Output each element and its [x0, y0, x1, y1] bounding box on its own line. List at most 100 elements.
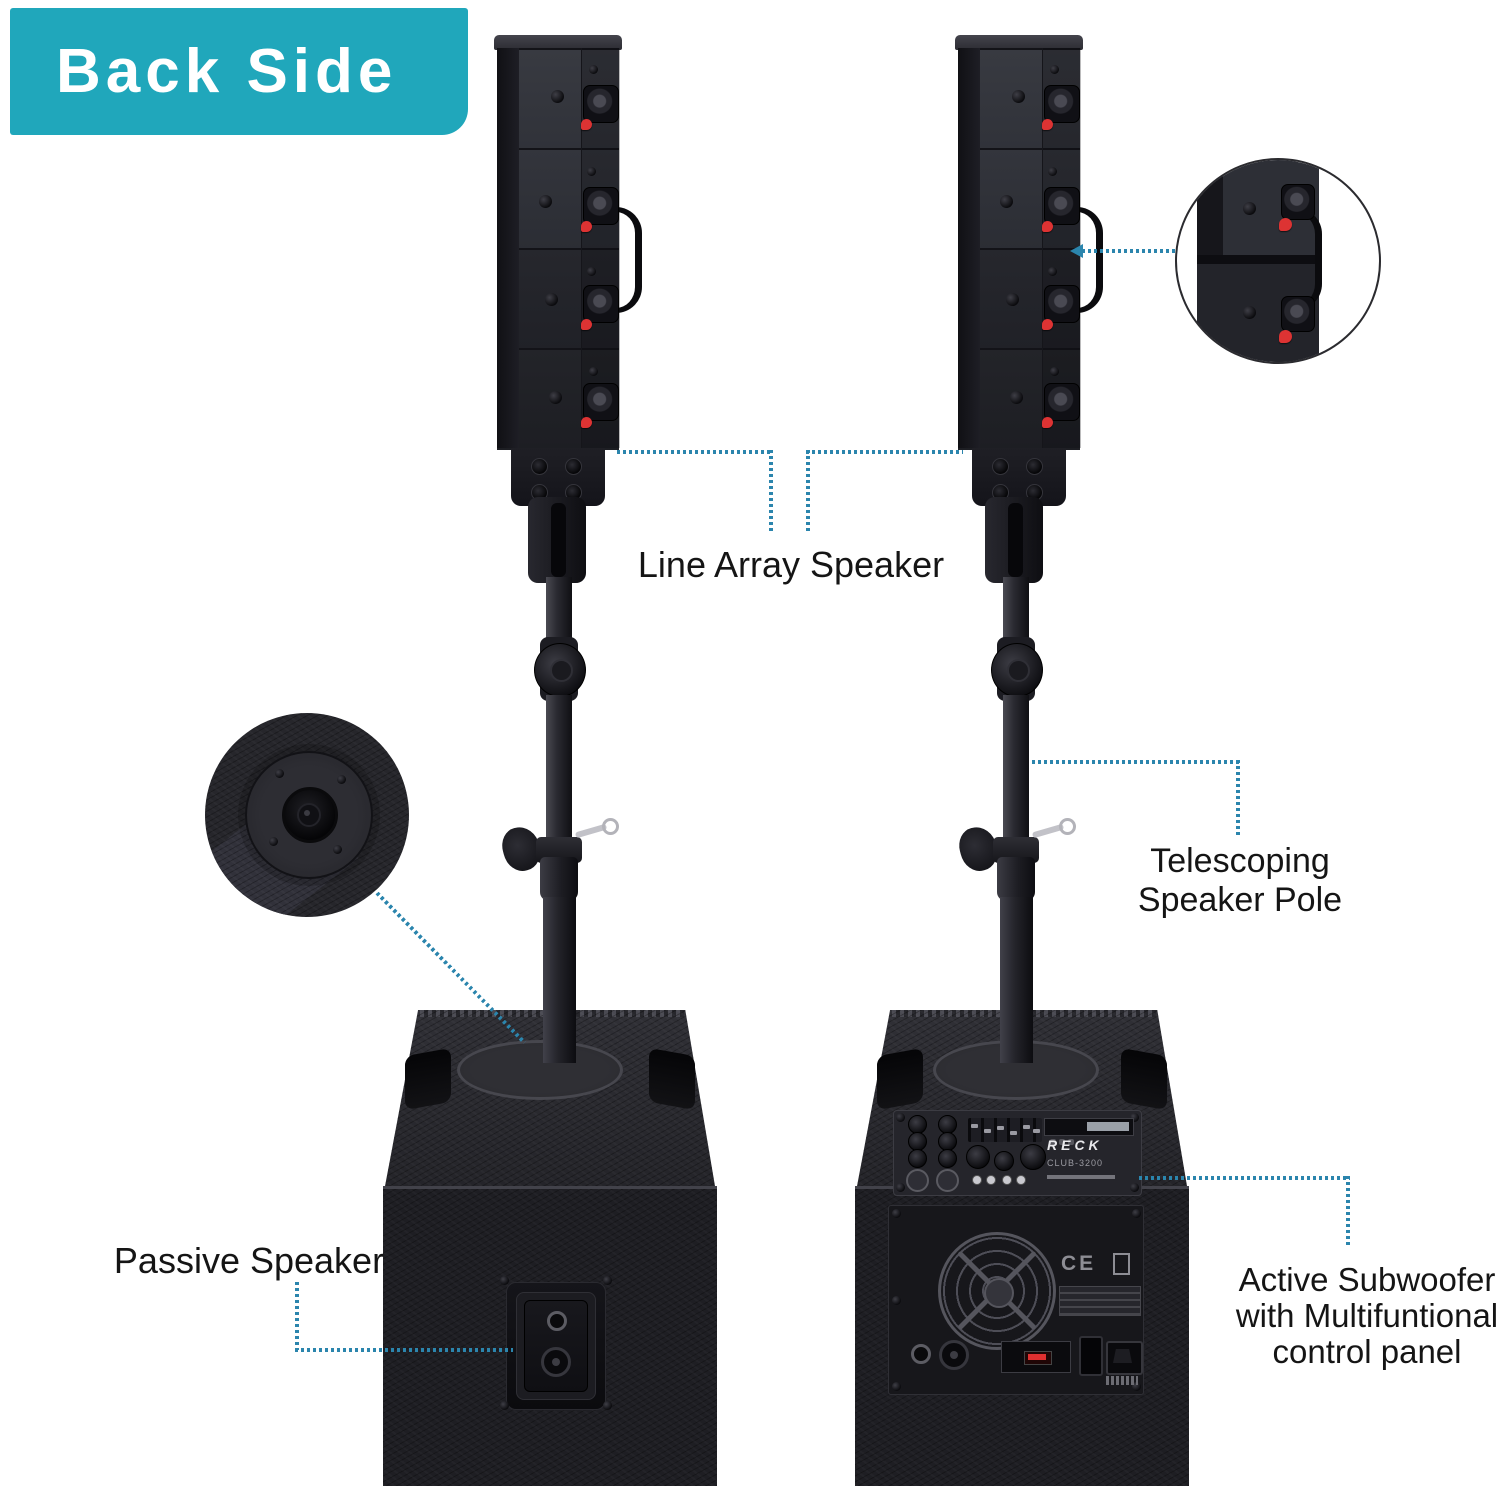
screw-icon: [1010, 391, 1023, 404]
power-switch-icon: [1079, 1336, 1103, 1376]
amplifier-plate: CE: [888, 1205, 1144, 1395]
connector-red-tab: [1279, 330, 1292, 343]
screw-icon: [539, 195, 552, 208]
passive-input-plate: [500, 1276, 612, 1410]
website-text-bar: [1047, 1175, 1115, 1179]
speaker-mount-bracket: [972, 448, 1066, 506]
warning-label: [1059, 1286, 1141, 1316]
telescoping-pole-right: [955, 497, 1076, 1063]
connector-red-tab: [1042, 417, 1053, 428]
leader-active-h: [1139, 1176, 1350, 1180]
speaker-mount-bracket: [511, 448, 605, 506]
connector-red-tab: [1042, 319, 1053, 330]
active-subwoofer-right: RECK CLUB-3200 CE: [855, 1005, 1189, 1486]
connector-red-tab: [1279, 218, 1292, 231]
pole-collar: [997, 857, 1035, 901]
connector-red-tab: [581, 119, 592, 130]
speakon-input-icon: [541, 1347, 571, 1377]
screw-icon: [603, 1401, 612, 1410]
connector-red-tab: [1042, 221, 1053, 232]
back-side-banner: Back Side: [10, 8, 468, 135]
volume-knob-icon: [966, 1145, 990, 1169]
screw-icon: [531, 458, 548, 475]
rca-jack-icon: [972, 1175, 982, 1185]
screw-icon: [896, 1113, 905, 1122]
label-passive-speaker: Passive Speaker: [113, 1240, 385, 1281]
pole-mount-socket: [457, 1040, 623, 1100]
screw-icon: [337, 775, 346, 784]
leader-connector-arrow: [1070, 244, 1083, 258]
screw-icon: [1000, 195, 1013, 208]
link-cable: [597, 207, 642, 313]
media-button-icon: [1059, 1139, 1065, 1145]
screw-icon: [1130, 1113, 1139, 1122]
speaker-top-cap: [955, 35, 1083, 50]
leader-telescoping-v: [1236, 760, 1240, 837]
screw-icon: [587, 267, 596, 276]
ce-mark: CE: [1061, 1252, 1097, 1275]
line-array-speaker-right: [955, 35, 1103, 506]
screw-icon: [1050, 367, 1059, 376]
screw-icon: [1243, 202, 1256, 215]
label-telescoping-pole: Telescoping Speaker Pole: [1137, 842, 1343, 919]
safety-pin-ring-icon: [602, 818, 619, 835]
rca-jack-icon: [986, 1175, 996, 1185]
screw-icon: [551, 90, 564, 103]
speakon-connector-icon: [1044, 285, 1080, 323]
safety-pin-ring-icon: [1059, 818, 1076, 835]
screw-icon: [589, 65, 598, 74]
pole-mount-detail-callout: [205, 713, 409, 917]
leader-line-array-right-v: [806, 450, 810, 533]
line-array-speaker-left: [494, 35, 642, 506]
media-display: [1044, 1118, 1134, 1136]
passive-subwoofer-left: [383, 1005, 717, 1486]
screw-icon: [1006, 293, 1019, 306]
screw-icon: [333, 845, 342, 854]
screw-icon: [1132, 1209, 1141, 1218]
label-active-subwoofer: Active Subwoofer with Multifuntional con…: [1235, 1261, 1499, 1370]
screw-icon: [500, 1401, 509, 1410]
screw-icon: [545, 293, 558, 306]
connector-detail-callout: [1175, 158, 1381, 364]
speakon-connector-icon: [583, 187, 619, 225]
screw-icon: [896, 1183, 905, 1192]
xlr-input-icon: [936, 1169, 959, 1192]
connector-red-tab: [581, 417, 592, 428]
screw-icon: [603, 1276, 612, 1285]
screw-icon: [500, 1276, 509, 1285]
leader-telescoping-h: [1032, 760, 1240, 764]
speakon-connector-icon: [1044, 187, 1080, 225]
eq-slider-bank: [968, 1118, 1042, 1142]
connector-red-tab: [581, 319, 592, 330]
screw-icon: [589, 367, 598, 376]
multifunctional-control-panel: RECK CLUB-3200: [893, 1110, 1142, 1196]
speakon-connector-icon: [1044, 85, 1080, 123]
speakon-connector-icon: [1281, 296, 1315, 332]
leader-line-array-left-v: [769, 450, 773, 533]
handle-cutout: [649, 1047, 695, 1111]
xlr-input-icon: [906, 1169, 929, 1192]
rca-jack-icon: [1016, 1175, 1026, 1185]
gain-knob-icon: [908, 1149, 927, 1168]
handle-cutout: [1121, 1047, 1167, 1111]
brand-logo: RECK: [1047, 1137, 1103, 1153]
screw-icon: [1026, 458, 1043, 475]
link-cable: [1058, 207, 1103, 313]
speakon-connector-icon: [583, 285, 619, 323]
handle-cutout: [405, 1047, 451, 1111]
banner-title: Back Side: [56, 37, 398, 106]
screw-icon: [1132, 1382, 1141, 1391]
screw-icon: [275, 769, 284, 778]
screw-icon: [992, 458, 1009, 475]
speaker-top-cap: [494, 35, 622, 50]
spec-label: [1106, 1376, 1138, 1385]
screw-icon: [1048, 167, 1057, 176]
model-number: CLUB-3200: [1047, 1158, 1104, 1168]
rca-jack-icon: [1002, 1175, 1012, 1185]
fan-grille-icon: [938, 1232, 1056, 1350]
volume-knob-icon: [994, 1151, 1014, 1171]
media-button-icon: [1068, 1139, 1074, 1145]
connector-red-tab: [581, 221, 592, 232]
screw-icon: [892, 1382, 901, 1391]
